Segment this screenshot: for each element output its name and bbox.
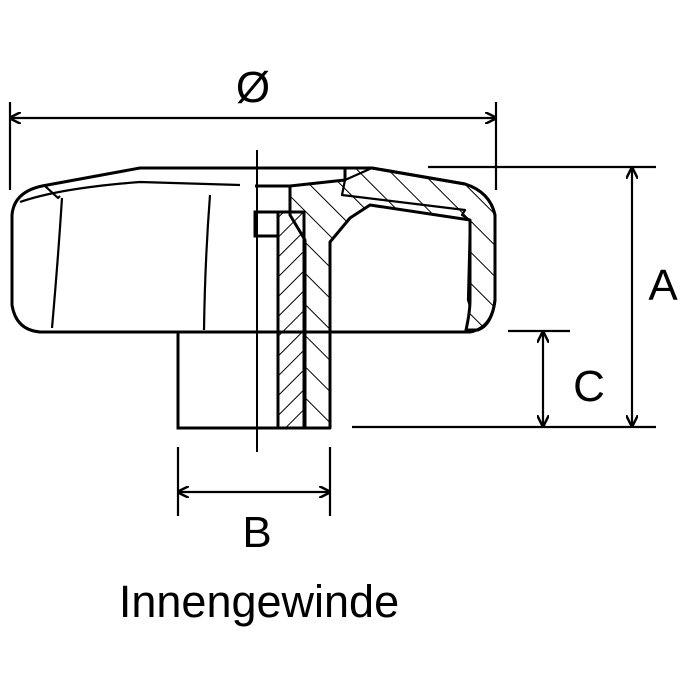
knob-facet-lines	[19, 180, 241, 331]
boss-height-label: C	[573, 362, 605, 411]
boss-insert-cap	[253, 184, 292, 238]
section-shell	[288, 166, 497, 430]
knob-boss	[176, 184, 330, 430]
caption: Innengewinde	[119, 576, 399, 627]
thread-size-label: B	[242, 508, 271, 557]
thread-size-dimension	[176, 447, 332, 516]
height-total-dimension	[352, 165, 656, 429]
knob-section	[276, 166, 497, 430]
diameter-dimension	[8, 102, 498, 190]
threaded-insert	[276, 210, 306, 430]
boss-height-dimension	[508, 329, 570, 426]
height-total-label: A	[648, 261, 678, 310]
diameter-label: Ø	[236, 63, 270, 112]
boss-outline	[176, 332, 330, 430]
